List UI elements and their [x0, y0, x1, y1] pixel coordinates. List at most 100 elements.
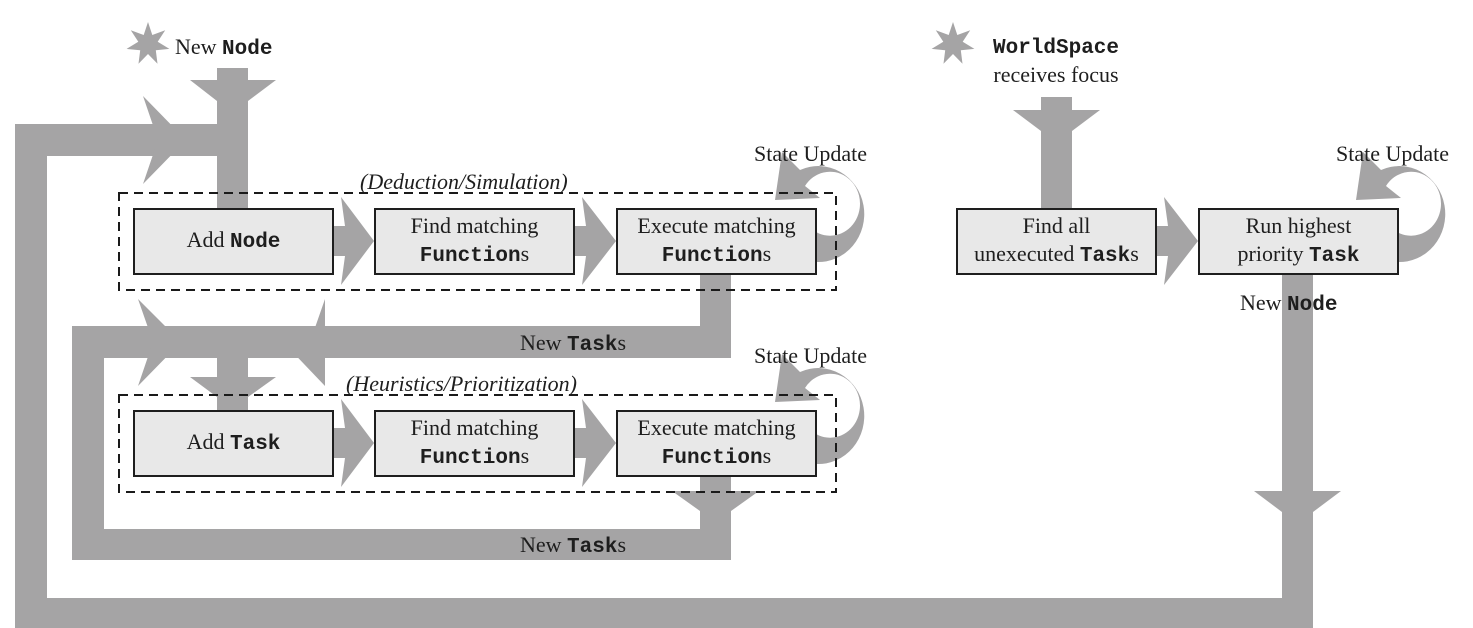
box-suffix: s	[762, 443, 772, 468]
arrow-addtask-to-find	[333, 399, 374, 487]
state-update-label-1: State Update	[754, 141, 868, 166]
find-all-unexecuted-tasks-box: Find all unexecuted Tasks	[956, 208, 1157, 275]
new-node-output-arrow	[1282, 274, 1313, 330]
box-code: Function	[419, 447, 521, 470]
box-suffix: s	[1130, 241, 1139, 266]
deduction-new-tasks-arrowhead-left	[283, 299, 325, 386]
state-update-label-2: State Update	[754, 343, 868, 368]
heuristics-group-frame	[118, 394, 837, 493]
heuristics-row-arrows	[333, 399, 616, 487]
heuristics-new-tasks-label: New Tasks	[520, 532, 626, 561]
deduction-new-tasks-path	[72, 274, 731, 529]
state-update-curve-3	[1356, 152, 1446, 263]
box-line: Functions	[662, 442, 771, 473]
box-text: Find matching	[410, 213, 539, 238]
label-suffix: s	[617, 330, 627, 355]
label-code: Task	[567, 334, 618, 357]
worldspace-entry-arrow	[1013, 97, 1100, 208]
add-task-entry-arrow	[190, 358, 276, 410]
box-text: Find all	[1022, 213, 1091, 238]
trigger-prefix: New	[175, 34, 223, 59]
box-text: Execute matching	[637, 415, 796, 440]
trigger-code: Node	[222, 38, 273, 61]
label-prefix: New	[520, 330, 568, 355]
box-text: priority	[1237, 241, 1310, 266]
box-code: Task	[1079, 245, 1131, 268]
box-line: Add Node	[187, 226, 281, 257]
star-icon	[931, 22, 975, 64]
outer-loop-arrowhead-right	[143, 96, 186, 184]
arrow-find-to-execute	[574, 197, 616, 285]
state-update-curve-1	[775, 152, 865, 263]
box-suffix: s	[520, 443, 530, 468]
box-text: unexecuted	[974, 241, 1080, 266]
heuristics-new-tasks-arrowhead-down	[672, 491, 759, 511]
box-line: priority Task	[1238, 240, 1360, 271]
box-line: Functions	[662, 240, 771, 271]
worldspace-text: receives focus	[993, 62, 1119, 87]
heuristics-caption: (Heuristics/Prioritization)	[346, 371, 577, 396]
box-code: Function	[661, 447, 763, 470]
label-prefix: New	[1240, 290, 1288, 315]
box-code: Function	[661, 245, 763, 268]
arrow-addnode-to-find	[333, 197, 374, 285]
new-node-output-label: New Node	[1240, 290, 1337, 319]
box-line: unexecuted Tasks	[974, 240, 1139, 271]
state-update-loop-3	[1356, 152, 1446, 263]
find-matching-functions-box-2: Find matching Functions	[374, 410, 575, 477]
box-text: Find matching	[410, 415, 539, 440]
deduction-row-arrows	[333, 197, 616, 285]
heuristics-new-tasks-path	[72, 476, 731, 560]
box-line: Add Task	[187, 428, 281, 459]
outer-loop-arrow	[15, 96, 1341, 628]
new-node-entry-arrowhead	[190, 80, 276, 101]
execute-matching-functions-box-2: Execute matching Functions	[616, 410, 817, 477]
box-text: Execute matching	[637, 213, 796, 238]
new-node-entry-arrow	[190, 68, 276, 208]
new-node-trigger-label: New Node	[175, 34, 272, 63]
box-line: Functions	[420, 240, 529, 271]
new-node-entry-shaft	[217, 68, 248, 208]
box-text: Add	[186, 429, 230, 454]
add-task-box: Add Task	[133, 410, 334, 477]
add-node-box: Add Node	[133, 208, 334, 275]
add-task-entry-arrowhead	[190, 377, 276, 397]
worldspace-trigger-label: WorldSpace receives focus	[970, 36, 1142, 88]
heuristics-new-tasks-loop	[72, 476, 759, 560]
state-update-loop-1	[775, 152, 865, 263]
box-code: Function	[419, 245, 521, 268]
arrow-find-to-execute-2	[574, 399, 616, 487]
box-suffix: s	[520, 241, 530, 266]
heuristics-loop-arrowhead-right	[138, 299, 181, 386]
box-code: Node	[229, 231, 281, 254]
outer-loop-arrowhead-down	[1254, 491, 1341, 512]
box-line: Functions	[420, 442, 529, 473]
label-code: Task	[567, 536, 618, 559]
run-highest-priority-task-box: Run highest priority Task	[1198, 208, 1399, 275]
label-prefix: New	[520, 532, 568, 557]
label-suffix: s	[617, 532, 627, 557]
right-row-arrow	[1156, 197, 1198, 285]
box-code: Task	[1309, 245, 1360, 268]
execute-matching-functions-box: Execute matching Functions	[616, 208, 817, 275]
box-code: Task	[229, 433, 281, 456]
label-code: Node	[1287, 294, 1338, 317]
box-text: Run highest	[1245, 213, 1352, 238]
worldspace-code: WorldSpace	[992, 37, 1120, 60]
state-update-label-3: State Update	[1336, 141, 1450, 166]
worldspace-entry-arrowhead	[1013, 110, 1100, 131]
arrow-findall-to-run	[1156, 197, 1198, 285]
deduction-new-tasks-loop	[72, 274, 731, 529]
find-matching-functions-box: Find matching Functions	[374, 208, 575, 275]
deduction-new-tasks-label: New Tasks	[520, 330, 626, 359]
deduction-group-frame	[118, 192, 837, 291]
state-update-curve-2	[775, 354, 865, 465]
deduction-caption: (Deduction/Simulation)	[360, 169, 568, 194]
box-suffix: s	[762, 241, 772, 266]
star-icon	[126, 22, 170, 64]
box-text: Add	[186, 227, 230, 252]
new-node-output-shaft	[1282, 274, 1313, 330]
state-update-loop-2	[775, 354, 865, 465]
